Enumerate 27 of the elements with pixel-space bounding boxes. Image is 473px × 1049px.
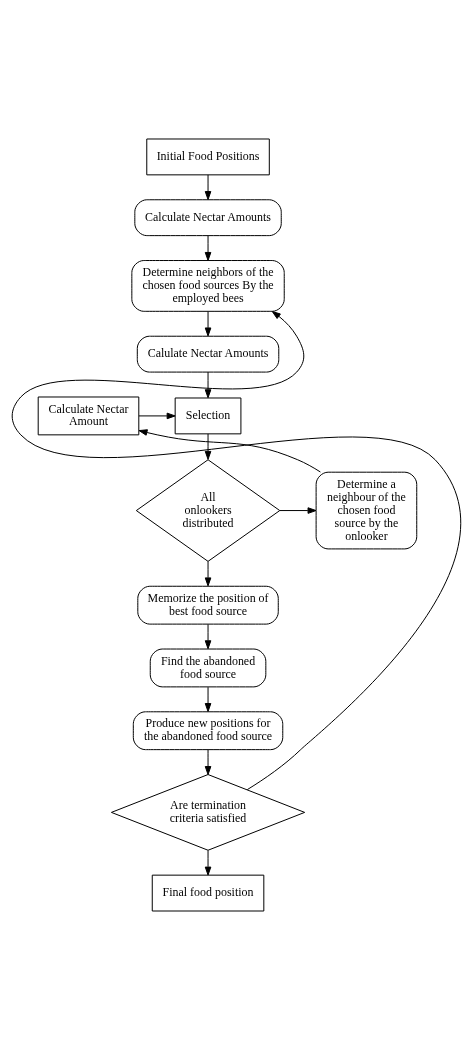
- arrow: [11, 310, 462, 790]
- node-box: Calculate Nectar Amounts: [134, 198, 282, 236]
- arrow: [204, 748, 212, 775]
- arrow: [204, 310, 212, 336]
- arrow: [204, 432, 212, 460]
- arrow: [204, 371, 212, 398]
- node-box: Determine neighbors of the chosen food sources By the employed bees: [131, 259, 285, 312]
- arrow: [138, 428, 321, 472]
- arrow: [204, 173, 212, 200]
- node-box: Final food position: [151, 874, 265, 911]
- arrow: [204, 623, 212, 649]
- arrow: [204, 234, 212, 261]
- node-box: Calculate Nectar Amount: [37, 396, 140, 435]
- node-box: Selection: [174, 397, 242, 434]
- node-box: Memorize the position of best food source: [137, 585, 279, 625]
- node-box: Initial Food Positions: [146, 138, 270, 175]
- arrow: [138, 412, 176, 419]
- node-box: Calulate Nectar Amounts: [136, 335, 280, 373]
- arrow: [279, 506, 317, 514]
- node-box: Determine a neighbour of the chosen food source by the onlooker: [315, 471, 418, 549]
- node-box: Find the abandoned food source: [149, 648, 267, 687]
- arrow: [204, 560, 212, 586]
- node-diamond: Are termination criteria satisfied: [110, 773, 306, 851]
- node-diamond: All onlookers distributed: [135, 458, 281, 562]
- node-box: Produce new positions for the abandoned food source: [132, 710, 284, 750]
- arrow: [204, 849, 212, 876]
- arrow: [204, 686, 212, 712]
